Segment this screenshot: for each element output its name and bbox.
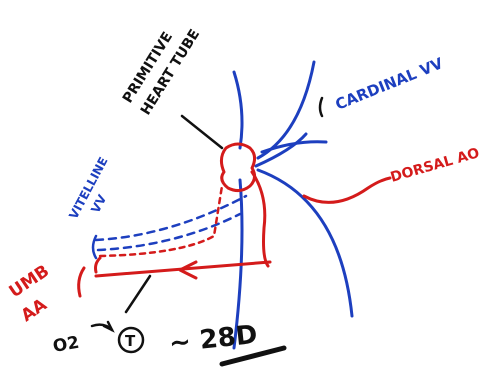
o2-label: O2 xyxy=(51,333,80,357)
vitelline-end xyxy=(93,236,96,258)
cardinal-vv-label: CARDINAL VV xyxy=(333,54,446,114)
dorsal-ao-pointer xyxy=(304,178,390,202)
dorsal-aorta xyxy=(252,172,268,266)
trimester-label: T xyxy=(125,332,136,350)
svg-text:VITELLINE: VITELLINE xyxy=(66,155,110,222)
umbilical-artery-upper xyxy=(96,258,101,272)
cardinal-vein-posterior-right xyxy=(258,170,352,316)
cardinal-veins xyxy=(234,62,352,348)
approx-28d-label: ~ 28D xyxy=(168,320,259,359)
vitelline-vessels xyxy=(93,186,246,258)
cardinal-vein-left-upper xyxy=(234,72,242,148)
svg-text:UMB: UMB xyxy=(6,261,53,302)
cardinal-vv-bracket xyxy=(320,98,322,116)
svg-text:T: T xyxy=(125,332,136,350)
primitive-heart-tube-shape xyxy=(221,144,254,191)
o2-tick xyxy=(126,276,150,312)
dorsal-ao-label: DORSAL AO xyxy=(389,145,482,186)
vitelline-artery-dashed xyxy=(100,186,222,256)
umb-aa-label-line1: UMB xyxy=(6,261,53,302)
svg-text:O2: O2 xyxy=(51,333,80,357)
vitelline-label-line1: VITELLINE xyxy=(66,155,110,222)
svg-text:~ 28D: ~ 28D xyxy=(168,320,259,359)
vitelline-vein-dashed-2 xyxy=(98,214,240,250)
heart-tube-pointer xyxy=(182,116,222,148)
labels: PRIMITIVE HEART TUBE CARDINAL VV DORSAL … xyxy=(6,27,482,359)
umb-aa-label-line2: AA xyxy=(18,294,52,326)
svg-text:CARDINAL VV: CARDINAL VV xyxy=(333,54,446,114)
svg-text:DORSAL AO: DORSAL AO xyxy=(389,145,482,186)
svg-text:AA: AA xyxy=(18,294,52,326)
umbilical-artery-left xyxy=(79,268,84,296)
vitelline-vein-dashed-1 xyxy=(96,196,246,240)
